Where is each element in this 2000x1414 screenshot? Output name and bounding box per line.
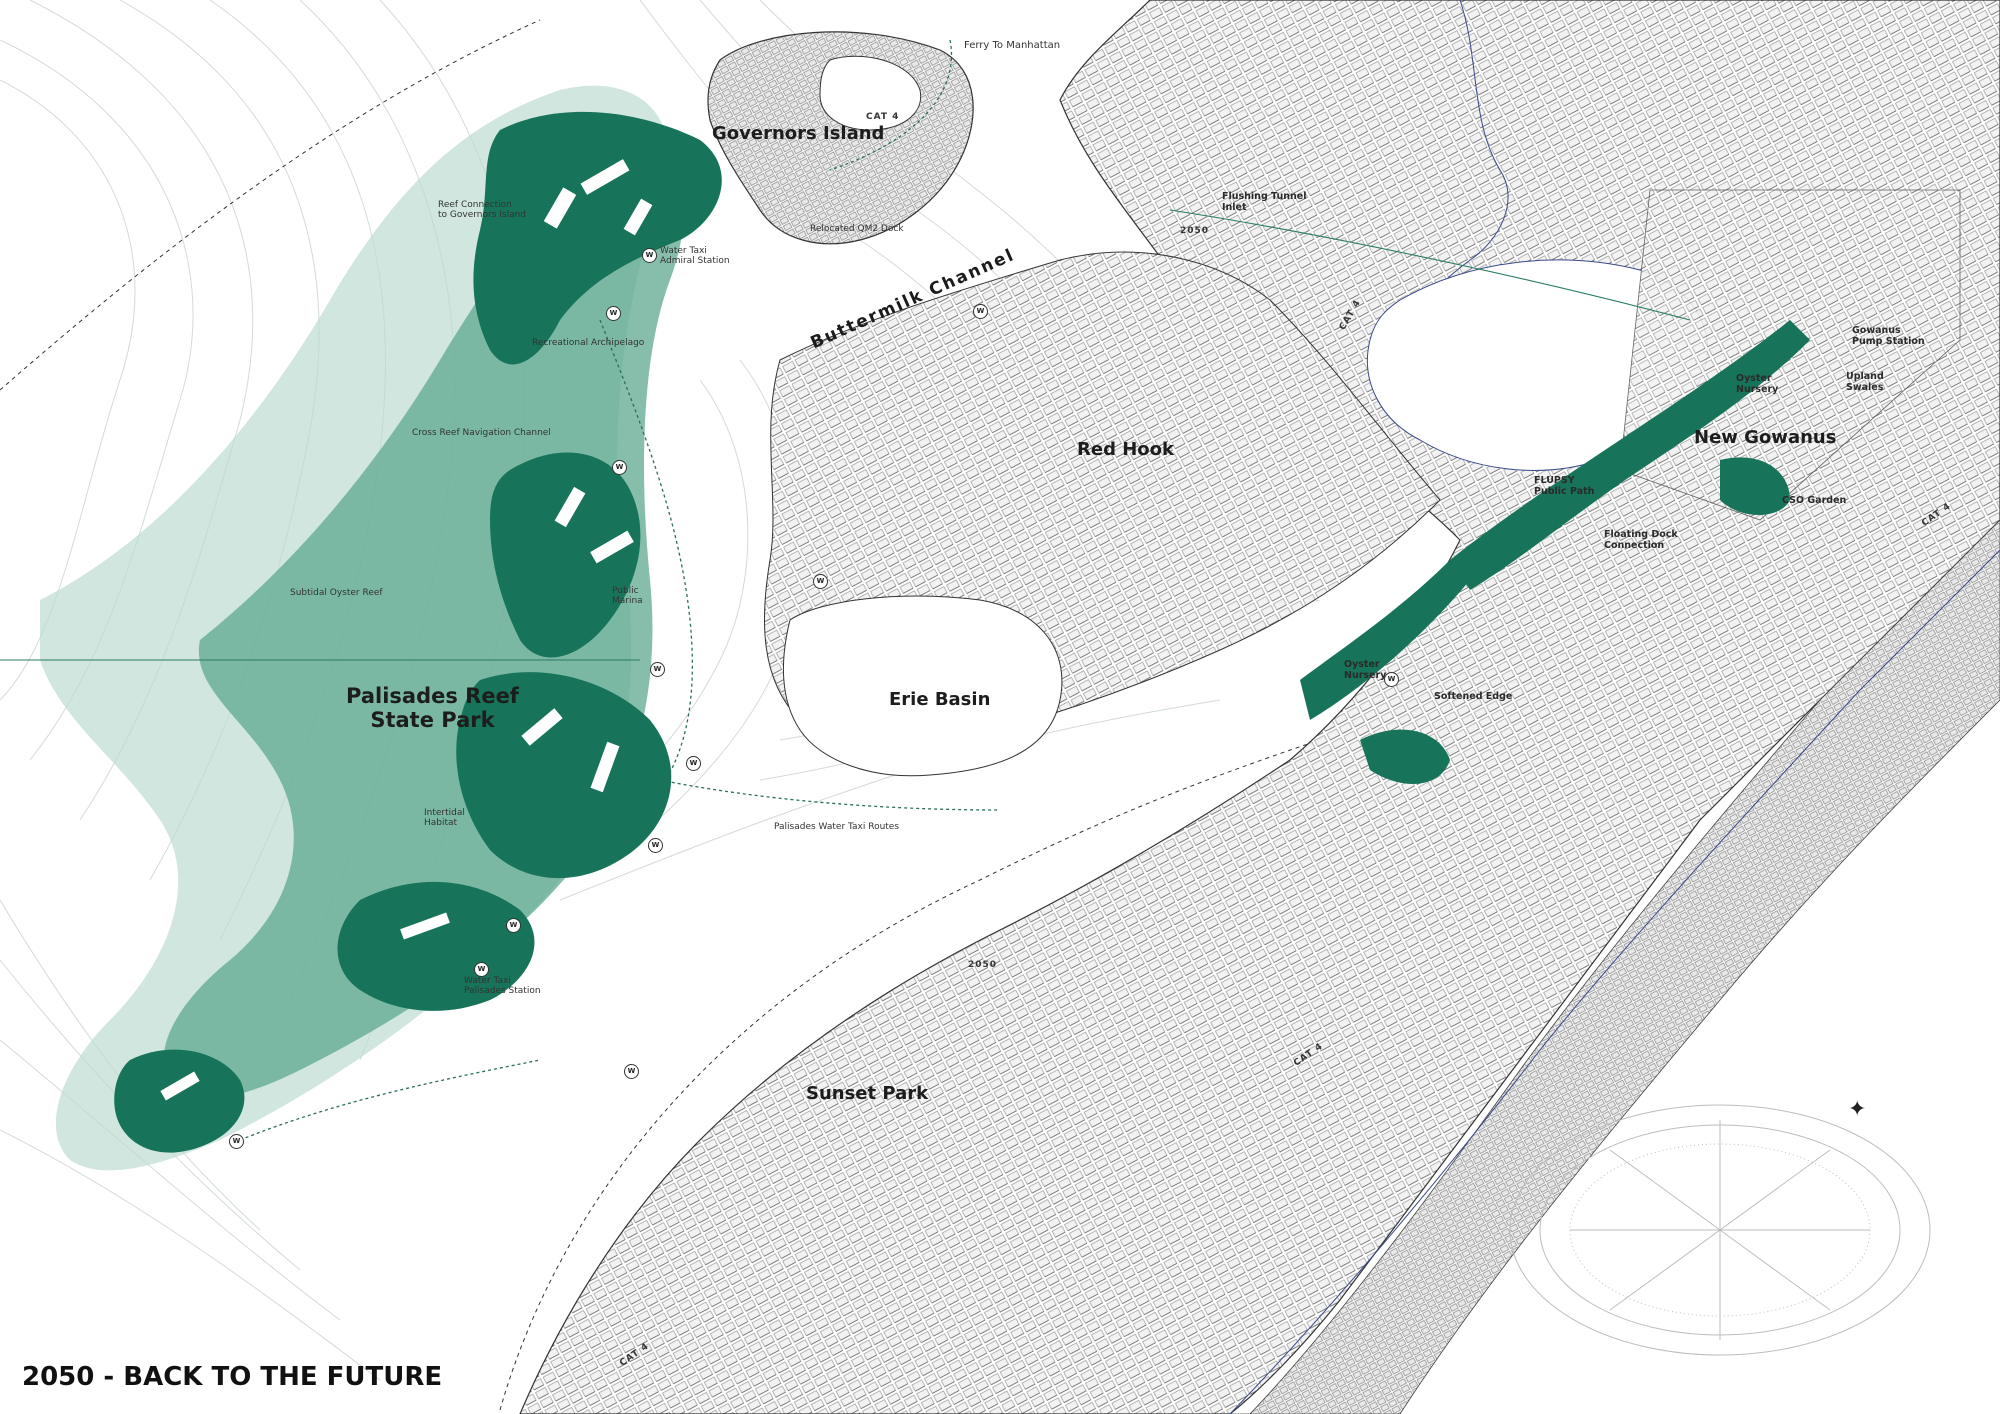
reef-connection-line2: to Governors Island: [438, 210, 527, 221]
gowanus-pump-line2: Pump Station: [1852, 335, 1925, 347]
water-taxi-palisades-label: Water Taxi Palisades Station: [464, 976, 541, 997]
water-taxi-station-marker: W: [642, 248, 657, 263]
water-taxi-palisades-line2: Palisades Station: [464, 986, 541, 997]
water-taxi-station-marker: W: [606, 306, 621, 321]
water-taxi-palisades-line1: Water Taxi: [464, 976, 511, 986]
intertidal-line1: Intertidal: [424, 808, 465, 818]
ferry-label: Ferry To Manhattan: [964, 40, 1061, 51]
oyster-nursery-bottom-label: Oyster Nursery: [1344, 659, 1387, 682]
erie-basin-label: Erie Basin: [889, 689, 991, 710]
flupsy-line2: Public Path: [1534, 485, 1595, 497]
year-2050-mid: 2050: [968, 960, 998, 970]
oyster-nursery-top-label: Oyster Nursery: [1736, 373, 1779, 396]
compass-rose: [1509, 1104, 1931, 1356]
intertidal-line2: Habitat: [424, 818, 458, 829]
water-taxi-station-marker: W: [229, 1134, 244, 1149]
governors-island-label: Governors Island: [712, 123, 885, 144]
palisades-reef-system: [40, 85, 722, 1171]
water-taxi-routes: [239, 39, 1001, 1141]
gowanus-green-corridor: [1300, 320, 1810, 784]
flushing-tunnel-line1: Flushing Tunnel: [1222, 191, 1307, 202]
red-hook-label: Red Hook: [1077, 439, 1174, 460]
subtidal-oyster-label: Subtidal Oyster Reef: [290, 588, 383, 598]
page-title: 2050 - BACK TO THE FUTURE: [22, 1362, 443, 1392]
oyster-nursery-bottom-line2: Nursery: [1344, 669, 1387, 681]
water-taxi-station-marker: W: [686, 756, 701, 771]
water-taxi-admiral-line1: Water Taxi: [660, 246, 707, 256]
water-taxi-admiral-label: Water Taxi Admiral Station: [660, 246, 730, 267]
water-taxi-station-marker: W: [648, 838, 663, 853]
public-marina-line1: Public: [612, 586, 639, 596]
flushing-tunnel-line2: Inlet: [1222, 201, 1247, 213]
upland-line1: Upland: [1846, 371, 1884, 382]
water-taxi-station-marker: W: [813, 574, 828, 589]
recreational-archipelago-label: Recreational Archipelago: [532, 338, 645, 348]
water-taxi-admiral-line2: Admiral Station: [660, 256, 730, 267]
flushing-tunnel-label: Flushing Tunnel Inlet: [1222, 191, 1307, 214]
relocated-qm2-label: Relocated QM2 Dock: [810, 224, 904, 234]
oyster-nursery-bottom-line1: Oyster: [1344, 659, 1380, 670]
public-marina-label: Public Marina: [612, 586, 643, 607]
reef-connection-label: Reef Connection to Governors Island: [438, 200, 526, 221]
new-gowanus-label: New Gowanus: [1694, 427, 1837, 448]
palisades-reef-line2: State Park: [370, 708, 495, 733]
flupsy-label: FLUPSY Public Path: [1534, 475, 1595, 498]
water-taxi-station-marker: W: [506, 918, 521, 933]
water-taxi-station-marker: W: [624, 1064, 639, 1079]
palisades-routes-label: Palisades Water Taxi Routes: [774, 822, 900, 832]
softened-edge-label: Softened Edge: [1434, 691, 1513, 702]
cso-garden-label: CSO Garden: [1782, 495, 1847, 506]
water-taxi-station-marker: W: [1384, 672, 1399, 687]
upland-swales-label: Upland Swales: [1846, 371, 1884, 394]
navigation-lines: [0, 19, 1321, 1411]
floating-dock-line1: Floating Dock: [1604, 529, 1678, 540]
tunnel-line: [0, 209, 1691, 661]
upland-line2: Swales: [1846, 381, 1884, 393]
governors-island: [707, 31, 974, 245]
gowanus-pump-line1: Gowanus: [1852, 325, 1901, 336]
palisades-reef-line1: Palisades Reef: [346, 684, 519, 708]
water-taxi-station-marker: W: [650, 662, 665, 677]
palisades-reef-label: Palisades Reef State Park: [346, 684, 519, 732]
gowanus-pump-label: Gowanus Pump Station: [1852, 325, 1925, 348]
flupsy-line1: FLUPSY: [1534, 475, 1575, 486]
floating-dock-label: Floating Dock Connection: [1604, 529, 1678, 552]
cat4-governors: CAT 4: [866, 112, 900, 122]
sunset-park-label: Sunset Park: [806, 1083, 929, 1104]
water-taxi-station-marker: W: [612, 460, 627, 475]
cross-reef-channel-label: Cross Reef Navigation Channel: [412, 428, 551, 438]
water-taxi-station-marker: W: [973, 304, 988, 319]
north-star-icon: ✦: [1848, 1097, 1867, 1122]
floating-dock-line2: Connection: [1604, 539, 1665, 551]
oyster-nursery-top-line2: Nursery: [1736, 383, 1779, 395]
red-hook-district: [763, 251, 1441, 777]
intertidal-habitat-label: Intertidal Habitat: [424, 808, 465, 829]
reef-connection-line1: Reef Connection: [438, 200, 512, 210]
public-marina-line2: Marina: [612, 596, 643, 607]
year-2050-top: 2050: [1180, 226, 1210, 236]
oyster-nursery-top-line1: Oyster: [1736, 373, 1772, 384]
water-taxi-station-marker: W: [474, 962, 489, 977]
